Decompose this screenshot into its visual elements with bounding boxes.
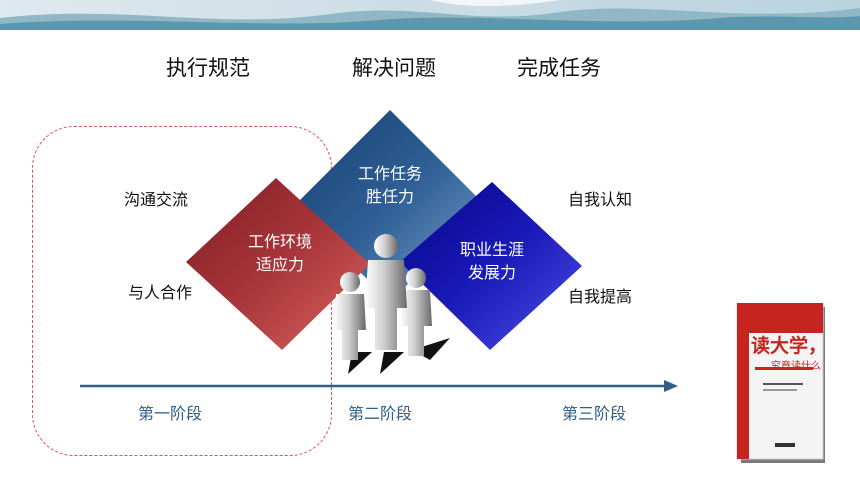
top-label-complete: 完成任务 — [517, 56, 601, 80]
diamond-work-environment-line2: 适应力 — [255, 255, 304, 274]
diamond-work-task-line2: 胜任力 — [365, 187, 414, 206]
diamond-work-task-label: 工作任务 胜任力 — [340, 162, 440, 208]
top-label-solve: 解决问题 — [352, 56, 436, 80]
diamond-work-environment — [186, 178, 370, 350]
book-subtitle: 究竟读什么 — [771, 361, 821, 372]
people-figures — [334, 234, 450, 374]
label-cooperate: 与人合作 — [128, 283, 193, 302]
stage-two-label: 第二阶段 — [348, 404, 413, 423]
diamond-work-environment-label: 工作环境 适应力 — [230, 230, 330, 276]
stage-one-label: 第一阶段 — [138, 404, 203, 423]
diamond-career-line1: 职业生涯 — [459, 240, 524, 259]
diamond-work-task-line1: 工作任务 — [357, 164, 422, 183]
label-self-improve: 自我提高 — [568, 287, 633, 306]
top-label-standards: 执行规范 — [166, 56, 250, 80]
diamond-career — [400, 182, 582, 350]
label-self-know: 自我认知 — [568, 190, 633, 209]
stage-three-label: 第三阶段 — [562, 404, 627, 423]
timeline-arrow-head — [664, 380, 678, 392]
book-title: 读大学， — [751, 335, 828, 357]
diamond-career-line2: 发展力 — [467, 263, 516, 282]
book-cover-image: 读大学， 究竟读什么 — [735, 302, 830, 466]
label-communicate: 沟通交流 — [124, 190, 189, 209]
diamond-work-environment-line1: 工作环境 — [247, 232, 312, 251]
diamond-career-label: 职业生涯 发展力 — [442, 238, 542, 284]
top-banner-image — [0, 0, 860, 30]
